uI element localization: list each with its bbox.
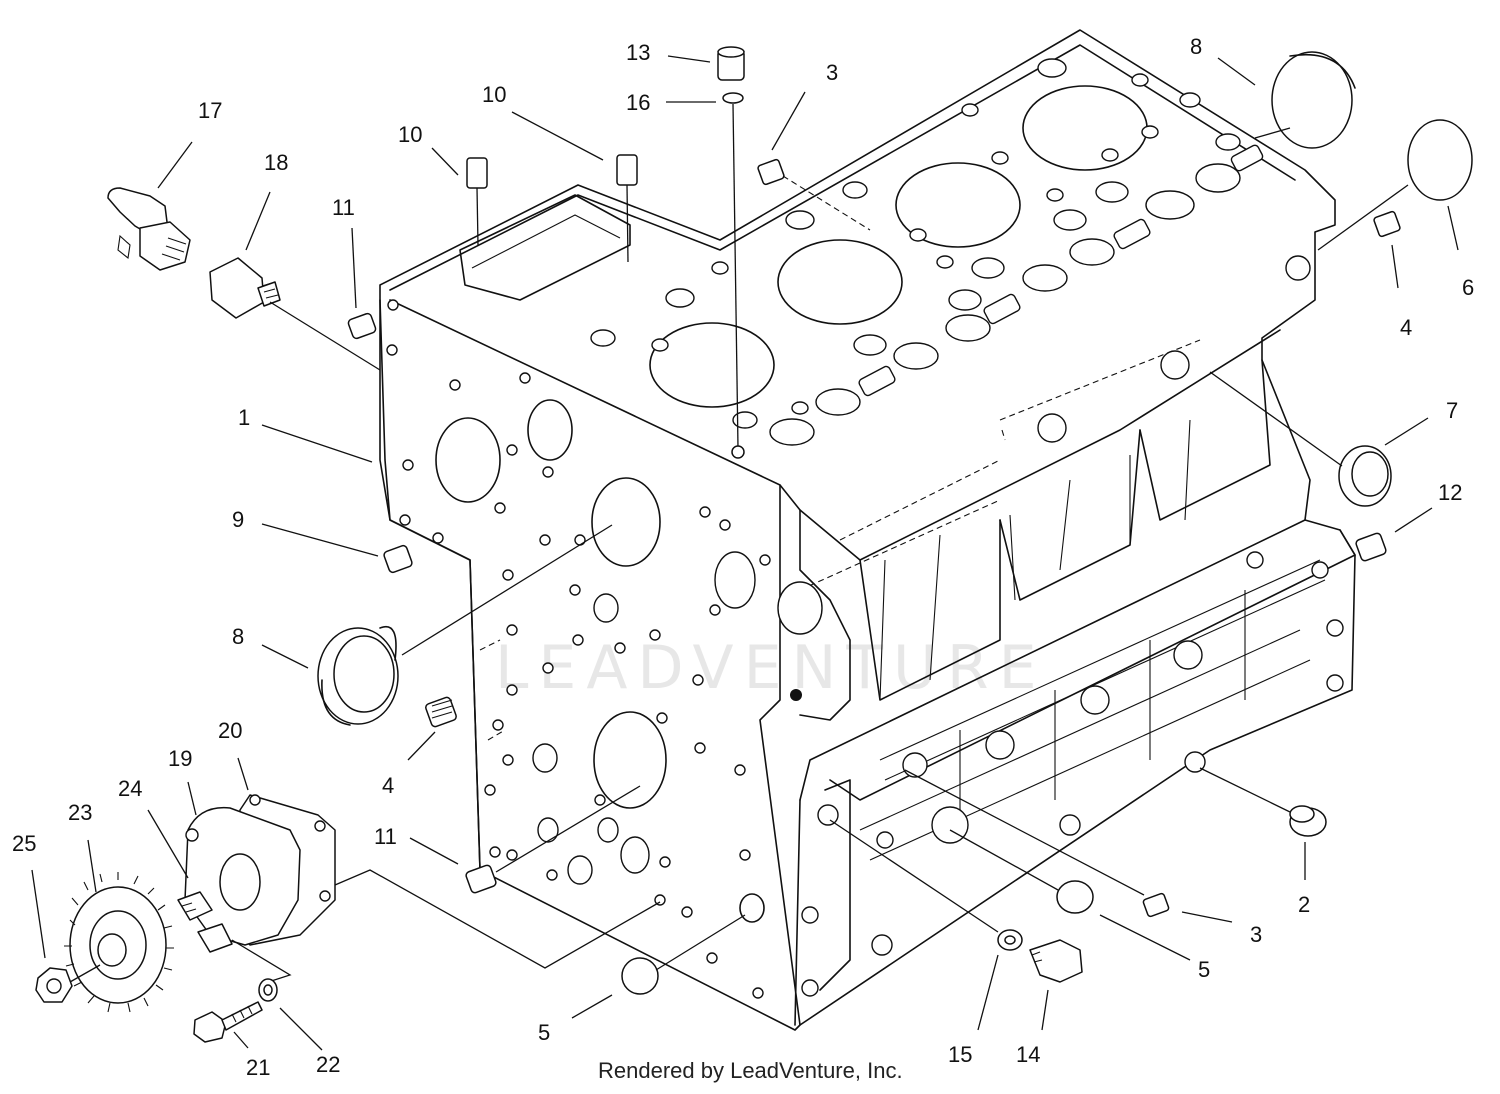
callout-18: 18	[264, 150, 288, 175]
callout-5-front: 5	[538, 1020, 550, 1045]
callout-21: 21	[246, 1055, 270, 1080]
callout-9: 9	[232, 507, 244, 532]
credit-line: Rendered by LeadVenture, Inc.	[598, 1058, 903, 1083]
callout-15: 15	[948, 1042, 972, 1067]
callout-11-top: 11	[332, 195, 355, 220]
part-8-seal-rear	[1254, 51, 1356, 149]
callout-labels: 1 2 3 3 4 4 5 5 5 6 7 8 8 9 10 10 11 11 …	[12, 34, 1474, 1080]
part-7-seal	[1209, 371, 1392, 507]
part-6-cap	[1317, 119, 1473, 251]
part-22-washer	[258, 978, 278, 1002]
callout-5-side: 5	[1198, 957, 1210, 982]
callout-12: 12	[1438, 480, 1462, 505]
callout-20: 20	[218, 718, 242, 743]
part-4-plug-front	[425, 696, 457, 728]
callout-10-left: 10	[398, 122, 422, 147]
callout-14: 14	[1016, 1042, 1040, 1067]
part-5-plug-side	[949, 829, 1094, 914]
part-8-seal-front	[317, 524, 613, 726]
callout-8-top: 8	[1190, 34, 1202, 59]
callout-8-left: 8	[232, 624, 244, 649]
callout-22: 22	[316, 1052, 340, 1077]
part-21-bolt	[193, 1001, 263, 1043]
part-3-plug-bottom	[904, 769, 1170, 918]
callout-25: 25	[12, 831, 36, 856]
callout-23: 23	[68, 800, 92, 825]
part-23-gear	[64, 872, 174, 1013]
callout-17: 17	[198, 98, 222, 123]
callout-1: 1	[238, 405, 250, 430]
part-12-dowel	[1355, 532, 1387, 562]
callout-13: 13	[626, 40, 650, 65]
part-15-washer	[829, 819, 1023, 951]
callout-7: 7	[1446, 398, 1458, 423]
part-25-nut	[35, 964, 101, 1003]
part-19-20-oil-pump	[177, 794, 661, 985]
callout-11-bottom: 11	[374, 824, 397, 849]
callout-2: 2	[1298, 892, 1310, 917]
part-10-dowel-right	[616, 154, 638, 263]
part-5-plug-front	[621, 914, 746, 995]
callout-16: 16	[626, 90, 650, 115]
part-9-dowel	[383, 544, 413, 574]
callout-10-right: 10	[482, 82, 506, 107]
callout-19: 19	[168, 746, 192, 771]
callout-3-bottom: 3	[1250, 922, 1262, 947]
part-13-plug	[717, 46, 745, 459]
callout-4-right: 4	[1400, 315, 1412, 340]
part-4-plug-rear	[1373, 210, 1401, 238]
part-11-dowel-top	[347, 312, 377, 340]
callout-leaders	[31, 55, 1459, 1051]
cylinder-block	[379, 29, 1356, 1031]
part-10-dowel-left	[466, 157, 488, 246]
callout-24: 24	[118, 776, 142, 801]
part-3-plug-top	[757, 158, 871, 231]
part-14-bolt	[1029, 939, 1083, 983]
part-11-dowel-bottom	[465, 785, 641, 894]
callout-6: 6	[1462, 275, 1474, 300]
part-17-sensor	[107, 187, 191, 271]
watermark-text: LEADVENTURE	[495, 633, 1047, 703]
part-18-fitting	[209, 257, 381, 371]
part-2-bolt	[1199, 767, 1327, 837]
callout-3-top: 3	[826, 60, 838, 85]
callout-4-front: 4	[382, 773, 394, 798]
